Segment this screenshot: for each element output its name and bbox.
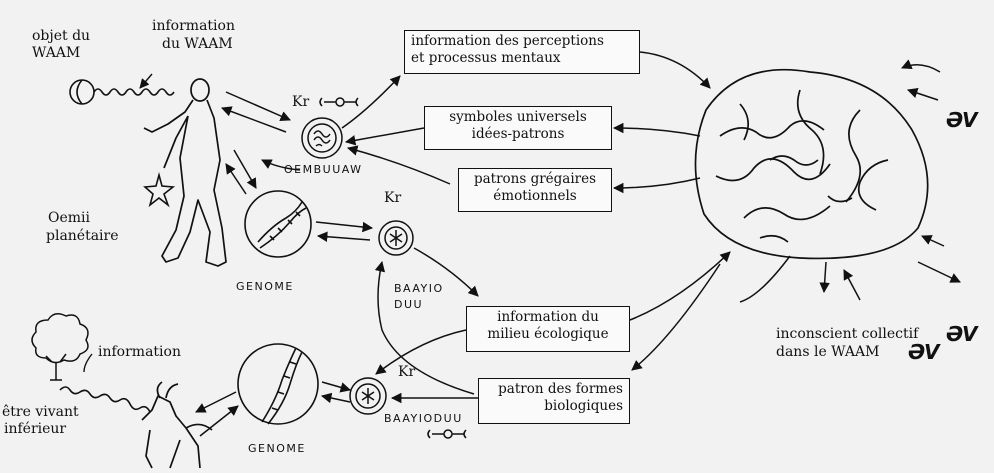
oemii-symbol-bottom-icon — [427, 429, 467, 439]
info-waam-label-1: information — [152, 18, 235, 34]
box-milieu: information du milieu écologique — [466, 306, 630, 352]
box-gregaires: patrons grégaires émotionnels — [458, 168, 612, 212]
ummo-sign-icon: ƏV — [908, 340, 940, 364]
baayioduu-2-icon — [349, 377, 387, 415]
genome-label-1: GENOME — [236, 280, 294, 293]
etre-label-1: être vivant — [2, 404, 79, 420]
genome-1-icon — [244, 190, 312, 258]
etre-label-2: inférieur — [4, 421, 67, 437]
waam-object-icon — [69, 79, 175, 105]
ummo-sign-icon: ƏV — [946, 322, 978, 346]
objet-label-1: objet du — [32, 28, 91, 44]
box-gregaires-line-1: patrons grégaires — [473, 171, 597, 187]
baayioduu-label-1b: DUU — [394, 298, 424, 311]
box-symboles: symboles universels idées-patrons — [424, 106, 612, 150]
box-formes-line-2: biologiques — [544, 398, 623, 414]
objet-label-2: WAAM — [32, 45, 81, 61]
inconscient-label-2: dans le WAAM — [776, 344, 880, 360]
oembuuaw-icon — [301, 117, 343, 159]
genome-label-2: GENOME — [248, 442, 306, 455]
kr-label-3: Kr — [398, 364, 416, 380]
box-perceptions-line-2: et processus mentaux — [411, 50, 561, 66]
box-symboles-line-2: idées-patrons — [471, 126, 565, 142]
tree-icon — [31, 313, 89, 381]
kr-label-1: Kr — [292, 94, 310, 110]
box-symboles-line-1: symboles universels — [449, 109, 587, 125]
box-perceptions: information des perceptions et processus… — [404, 30, 640, 74]
goat-icon — [141, 381, 213, 469]
box-perceptions-line-1: information des perceptions — [411, 33, 604, 49]
ummo-sign-icon: ƏV — [946, 108, 978, 132]
baayioduu-1-icon — [378, 220, 414, 256]
oemii-label-2: planétaire — [46, 228, 119, 244]
inconscient-label-1: inconscient collectif — [776, 326, 919, 342]
human-figure-icon — [143, 78, 227, 267]
tree-to-goat-wave — [59, 386, 151, 413]
box-formes: patron des formes biologiques — [478, 378, 630, 424]
genome-2-icon — [237, 343, 319, 425]
baayioduu-label-1a: BAAYIO — [394, 282, 444, 295]
oemii-symbol-icon — [319, 97, 359, 107]
star-icon — [143, 171, 176, 208]
box-milieu-line-2: milieu écologique — [487, 326, 609, 342]
box-milieu-line-1: information du — [497, 309, 599, 325]
baayioduu-label-2: BAAYIODUU — [384, 412, 463, 425]
info-waam-label-2: du WAAM — [162, 36, 233, 52]
oembuuaw-label: OEMBUUAW — [284, 163, 363, 176]
info-waam-pointer — [139, 73, 153, 89]
box-gregaires-line-2: émotionnels — [493, 188, 577, 204]
collective-unconscious-icon — [694, 68, 929, 260]
oemii-label-1: Oemii — [48, 210, 90, 226]
kr-label-2: Kr — [384, 190, 402, 206]
box-formes-line-1: patron des formes — [498, 381, 623, 397]
information-tree-label: information — [98, 344, 181, 360]
